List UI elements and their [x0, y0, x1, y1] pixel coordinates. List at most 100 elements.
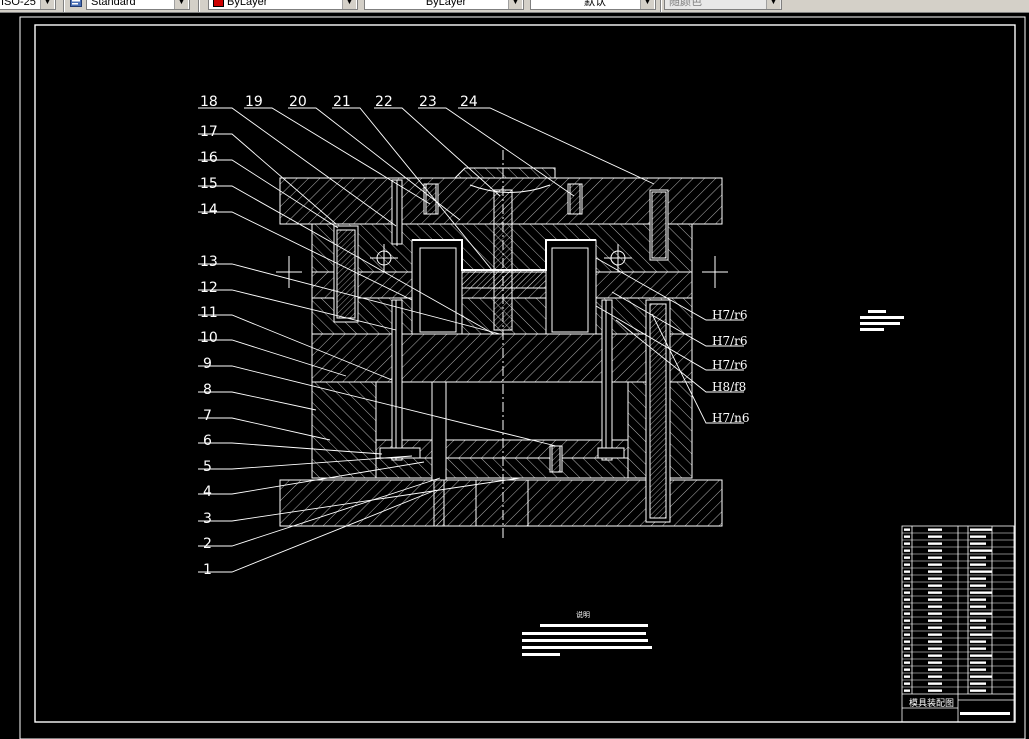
parts-list-cell [970, 528, 992, 531]
chevron-down-icon[interactable]: ▼ [40, 0, 54, 9]
part-label: 18 [200, 94, 218, 110]
color-dropdown[interactable]: ByLayer ▼ [208, 0, 358, 10]
part-label: 6 [203, 433, 212, 449]
parts-list-cell [904, 598, 910, 601]
part-label: 4 [203, 484, 212, 500]
parts-list-cell [904, 633, 910, 636]
parts-list-cell [904, 675, 910, 678]
parts-list-cell [904, 661, 910, 664]
parts-list-cell [904, 612, 910, 615]
parts-list-cell [970, 549, 992, 552]
parts-list-cell [904, 654, 910, 657]
notes-title: 说明 [576, 610, 590, 619]
parts-list-cell [928, 528, 942, 531]
parts-list-cell [970, 675, 992, 678]
chevron-down-icon[interactable]: ▼ [508, 0, 522, 9]
lineweight-value: 默认 [584, 0, 606, 8]
parts-list-cell [904, 556, 910, 559]
part-number-labels: 1 2 3 4 5 6 7 8 9 10 11 12 13 14 15 16 1… [200, 94, 478, 578]
parts-list-cell [928, 654, 942, 657]
parts-list-cell [904, 619, 910, 622]
parts-list-cell [928, 675, 942, 678]
parts-list-cell [904, 570, 910, 573]
title-block-stamp [960, 712, 1010, 715]
properties-toolbar: ISO-25 ▼ Standard ▼ ByLayer ▼ ByLayer ▼ … [0, 0, 1029, 13]
parts-list-cell [970, 689, 986, 692]
fit-labels: H7/r6 H7/r6 H7/r6 H8/f8 H7/n6 [712, 308, 750, 425]
fit-label: H8/f8 [712, 380, 746, 394]
parts-list-cell [904, 647, 910, 650]
dimstyle-dropdown[interactable]: ISO-25 ▼ [0, 0, 56, 10]
part-label: 10 [200, 330, 218, 346]
parts-list-cell [928, 598, 942, 601]
parts-list-cell [904, 640, 910, 643]
parts-list-cell [928, 591, 942, 594]
fit-label: H7/r6 [712, 308, 748, 322]
die-assembly-section[interactable] [276, 150, 728, 540]
toolbar-separator [660, 0, 662, 12]
fit-label: H7/r6 [712, 358, 748, 372]
parts-list-cell [904, 584, 910, 587]
parts-list-cell [928, 661, 942, 664]
part-label: 16 [200, 150, 218, 166]
drawing-canvas[interactable]: 1 2 3 4 5 6 7 8 9 10 11 12 13 14 15 16 1… [0, 13, 1029, 739]
parts-list-cell [970, 598, 986, 601]
part-label: 5 [203, 459, 212, 475]
parts-list-cell [928, 668, 942, 671]
parts-list-cell [928, 633, 942, 636]
parts-list-cell [928, 563, 942, 566]
part-label: 24 [460, 94, 478, 110]
parts-list-cell [970, 577, 986, 580]
linetype-dropdown[interactable]: ByLayer ▼ [364, 0, 524, 10]
color-swatch-icon [213, 0, 224, 7]
chevron-down-icon[interactable]: ▼ [766, 0, 780, 9]
parts-list-cell [970, 556, 986, 559]
part-label: 8 [203, 382, 212, 398]
dimstyle-value: ISO-25 [1, 0, 36, 8]
parts-list-cell [928, 556, 942, 559]
parts-list-cell [928, 605, 942, 608]
parts-list-cell [970, 661, 986, 664]
parts-list-cell [928, 549, 942, 552]
ejector-retainer-plate [375, 457, 629, 479]
parts-list-cell [904, 682, 910, 685]
sheet-inner-border [34, 24, 1016, 723]
parts-list-cell [970, 626, 986, 629]
sheet-outer-border [19, 16, 1026, 739]
plotstyle-dropdown[interactable]: 随颜色 ▼ [664, 0, 782, 10]
lineweight-dropdown[interactable]: 默认 ▼ [530, 0, 656, 10]
parts-list-cell [970, 605, 986, 608]
parts-list-cell [970, 535, 986, 538]
textstyle-icon[interactable] [70, 0, 82, 8]
chevron-down-icon[interactable]: ▼ [342, 0, 356, 9]
chevron-down-icon[interactable]: ▼ [174, 0, 188, 9]
textstyle-value: Standard [91, 0, 136, 8]
parts-list-cell [970, 647, 986, 650]
parts-list-cell [970, 563, 986, 566]
parts-list-cell [970, 584, 986, 587]
toolbar-separator [63, 0, 65, 12]
parts-list-cell [928, 689, 942, 692]
linetype-value: ByLayer [425, 0, 467, 8]
parts-list-cell [928, 647, 942, 650]
parts-list-cell [904, 549, 910, 552]
part-label: 9 [203, 356, 212, 372]
parts-list-cell [970, 619, 986, 622]
parts-list-cell [928, 570, 942, 573]
parts-list-cell [970, 591, 992, 594]
part-label: 3 [203, 511, 212, 527]
part-label: 19 [245, 94, 263, 110]
notes-block: 说明 [522, 610, 652, 656]
fit-label: H7/n6 [712, 411, 750, 425]
parts-list-cell [970, 633, 992, 636]
parts-list-cell [904, 563, 910, 566]
chevron-down-icon[interactable]: ▼ [640, 0, 654, 9]
textstyle-dropdown[interactable]: Standard ▼ [86, 0, 190, 10]
parts-list-cell [928, 542, 942, 545]
parts-list-cell [928, 535, 942, 538]
parts-list-cell [904, 626, 910, 629]
toolbar-separator [198, 0, 200, 12]
parts-list-cell [928, 626, 942, 629]
parts-list-cell [970, 570, 992, 573]
part-label: 17 [200, 124, 218, 140]
